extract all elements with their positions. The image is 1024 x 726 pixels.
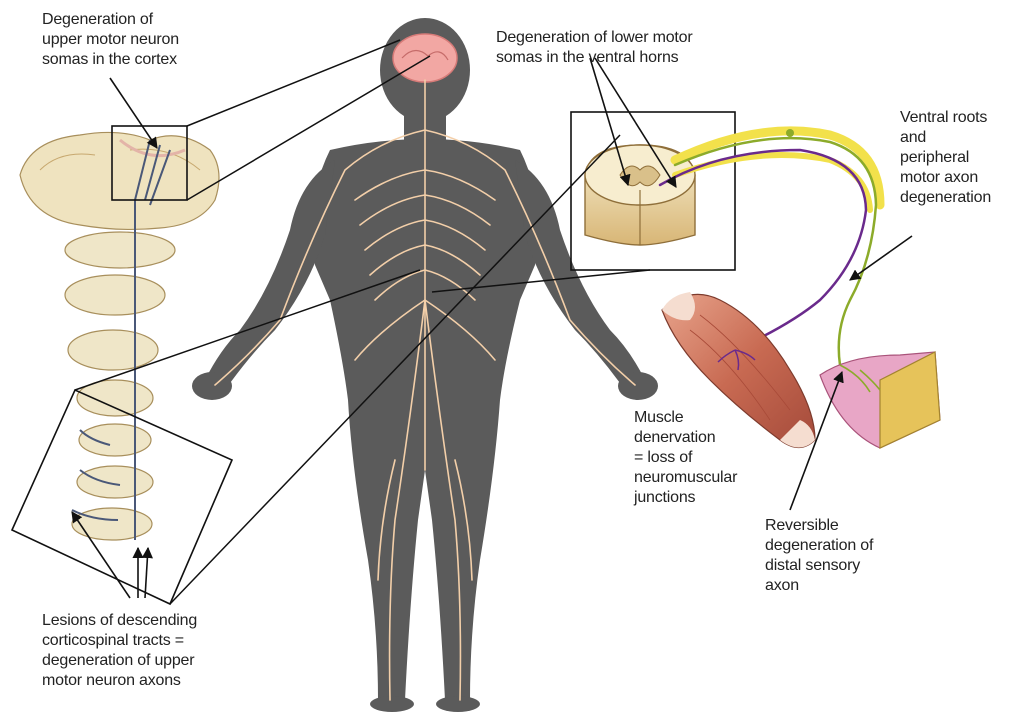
cortex-section	[20, 132, 219, 229]
label-muscle-denervation: Muscle denervation = loss of neuromuscul…	[634, 408, 737, 508]
label-lower-motor-somas: Degeneration of lower motor somas in the…	[496, 28, 692, 68]
skin-section	[820, 352, 940, 448]
label-ventral-roots: Ventral roots and peripheral motor axon …	[900, 108, 991, 208]
label-upper-motor-somas: Degeneration of upper motor neuron somas…	[42, 10, 179, 70]
label-sensory-axon: Reversible degeneration of distal sensor…	[765, 516, 873, 596]
spinal-cord-sections	[65, 232, 175, 540]
peripheral-nerves	[215, 80, 635, 700]
label-corticospinal-lesions: Lesions of descending corticospinal trac…	[42, 611, 197, 691]
